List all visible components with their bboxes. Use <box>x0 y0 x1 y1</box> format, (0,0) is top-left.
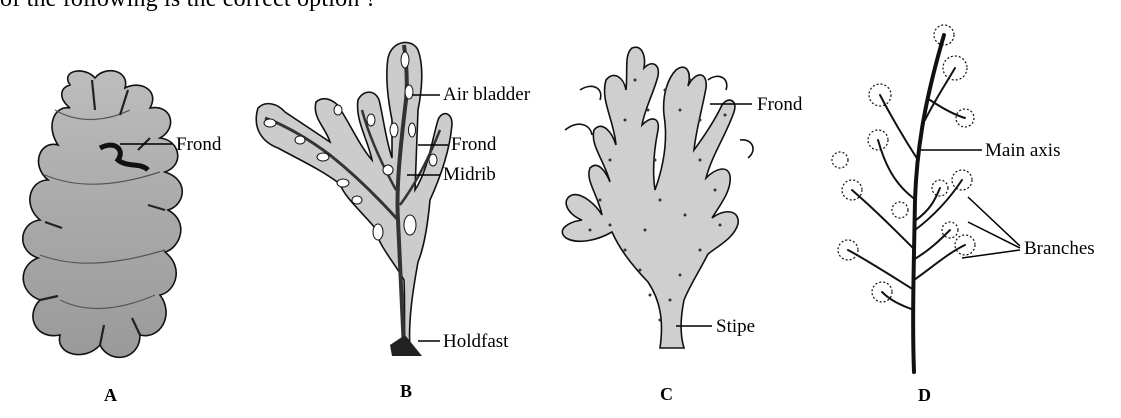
caption-d: D <box>918 385 931 405</box>
label-d-branches: Branches <box>1024 238 1095 259</box>
label-c-frond: Frond <box>757 94 803 115</box>
caption-b: B <box>400 381 412 401</box>
figure-d-thallus <box>847 33 966 374</box>
figure-a-thallus <box>21 69 183 359</box>
figure-c-thallus <box>561 46 754 349</box>
leader-d-branches-2 <box>967 221 1021 249</box>
question-text: of the following is the correct option ? <box>0 0 377 13</box>
figure-b-thallus <box>255 41 453 356</box>
caption-c: C <box>660 384 673 404</box>
caption-a: A <box>104 385 117 405</box>
label-b-holdfast: Holdfast <box>443 331 509 352</box>
leader-d-branches-1 <box>967 196 1021 247</box>
label-b-midrib: Midrib <box>443 164 496 185</box>
label-d-main-axis: Main axis <box>985 140 1060 161</box>
leader-d-branches-3 <box>961 249 1021 259</box>
label-a-frond: Frond <box>176 134 222 155</box>
figure-d-branchlets <box>831 24 976 303</box>
label-b-air-bladder: Air bladder <box>443 84 531 105</box>
label-c-stipe: Stipe <box>716 316 755 337</box>
label-b-frond: Frond <box>451 134 497 155</box>
